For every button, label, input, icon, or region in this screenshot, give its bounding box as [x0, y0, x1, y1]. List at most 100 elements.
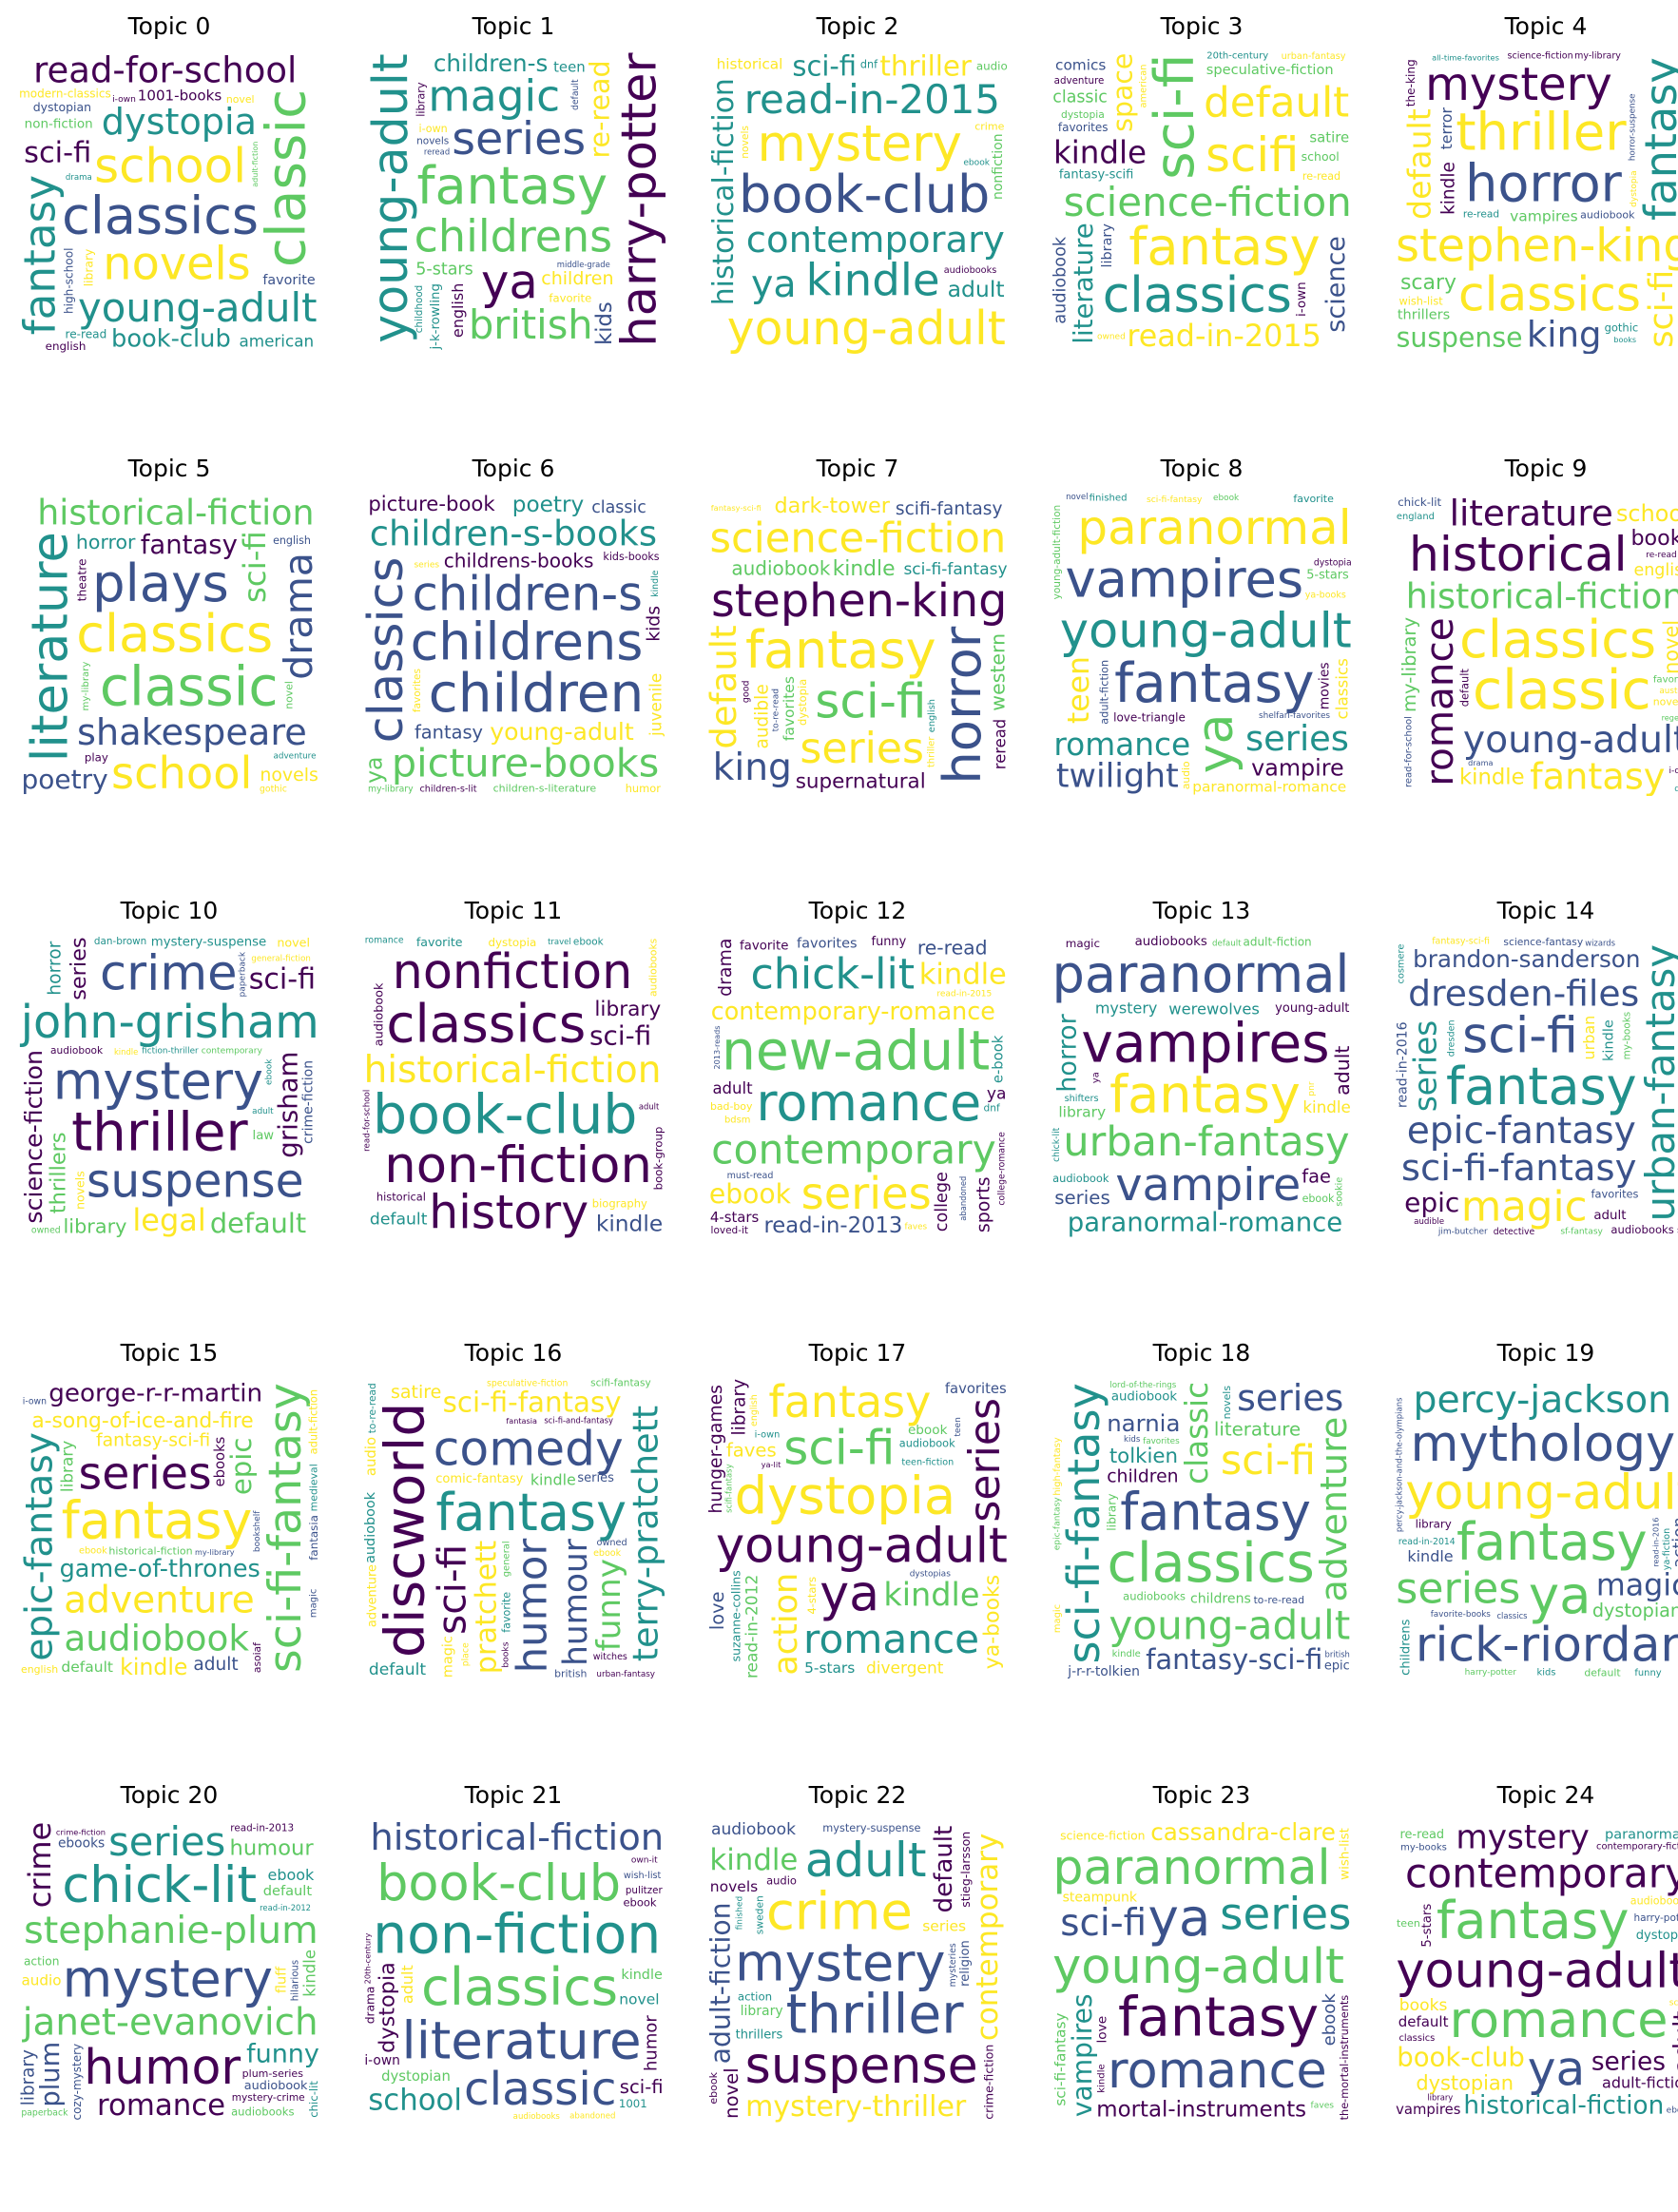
cloud-word: literature [402, 2010, 642, 2071]
cloud-word: fiction-thriller [142, 1047, 199, 1057]
topic-title: Topic 2 [816, 12, 899, 40]
cloud-word: novel [283, 681, 296, 709]
cloud-word: stephen-king [1396, 220, 1678, 272]
cloud-word: fantasy-sci-fi [1432, 937, 1490, 947]
cloud-word: terror [1437, 107, 1456, 149]
cloud-word: audiobook [1052, 1172, 1109, 1185]
cloud-word: ya [481, 254, 538, 309]
cloud-word: audiobooks [1610, 1223, 1673, 1236]
cloud-word: sci-fi [783, 1419, 895, 1475]
topic-title: Topic 7 [816, 455, 899, 482]
cloud-word: funny [872, 935, 907, 949]
cloud-word: vampires [1081, 1012, 1329, 1075]
cloud-word: hunger-games [706, 1385, 726, 1514]
cloud-word: ebook [1302, 1193, 1335, 1205]
cloud-word: sci-fi [429, 1544, 474, 1635]
cloud-word: young-adult [1275, 1001, 1349, 1016]
cloud-word: fantasy [416, 156, 608, 216]
topic-title: Topic 18 [1152, 1339, 1251, 1367]
cloud-word: young-adult [1060, 603, 1352, 659]
cloud-word: historical-fiction [37, 493, 314, 534]
cloud-word: re-read [1302, 170, 1340, 183]
cloud-word: school [1302, 149, 1340, 164]
cloud-word: chick-lit [1398, 495, 1441, 509]
cloud-word: fantasia [307, 1515, 320, 1561]
cloud-word: sci-fi [620, 2076, 664, 2098]
cloud-word: novels [1653, 696, 1678, 708]
cloud-word: contemporary [1405, 1851, 1678, 1897]
cloud-word: twilight [1056, 758, 1179, 796]
cloud-word: mystery-crime [232, 2092, 305, 2104]
cloud-word: own-it [631, 1856, 658, 1866]
cloud-word: chick-lit [62, 1856, 257, 1914]
cloud-word: literature [22, 532, 80, 762]
cloud-word: science-fiction [20, 1050, 48, 1224]
cloud-word: favorite-books [1431, 1610, 1492, 1620]
cloud-word: owned [31, 1226, 61, 1236]
cloud-word: pratchett [471, 1541, 504, 1675]
cloud-word: sookie [1335, 1177, 1345, 1207]
cloud-word: re-read [1463, 209, 1499, 221]
cloud-word: horror [1052, 1013, 1082, 1092]
cloud-word: audiobook [711, 1820, 796, 1839]
cloud-word: fantasy [1456, 1512, 1648, 1572]
cloud-word: urban-fantasy [1637, 944, 1678, 1221]
cloud-word: dystopia [796, 679, 809, 726]
cloud-word: scifi-fantasy [590, 1378, 651, 1389]
cloud-word: adult [639, 1101, 660, 1111]
cloud-word: historical-fiction [108, 1545, 192, 1558]
cloud-word: bad-boy [710, 1100, 753, 1113]
cloud-word: harry-potter [1465, 1668, 1517, 1678]
cloud-word: young-adult [716, 1518, 1008, 1574]
cloud-word: paranormal [1052, 944, 1350, 1004]
cloud-word: young-adult [1405, 1464, 1678, 1520]
cloud-word: science-fiction [1507, 51, 1572, 62]
cloud-word: sci-fi-fantasy [1147, 495, 1203, 505]
cloud-word: audiobook [899, 1437, 955, 1449]
cloud-word: e-book [991, 1035, 1007, 1083]
cloud-word: ya-fiction [1662, 1528, 1672, 1570]
cloud-word: english [449, 283, 467, 339]
cloud-word: ebook [593, 1548, 621, 1559]
topic-title: Topic 13 [1152, 897, 1251, 924]
cloud-word: series [961, 1398, 1010, 1523]
cloud-word: novel [1660, 620, 1678, 674]
cloud-word: series [1245, 718, 1349, 759]
cloud-word: epic [1404, 1187, 1459, 1218]
cloud-word: audiobook [1051, 236, 1070, 323]
cloud-word: series [108, 1818, 225, 1865]
cloud-word: wizards [1585, 939, 1615, 948]
cloud-word: paranormal [1052, 1839, 1330, 1895]
cloud-word: thriller [1456, 102, 1627, 162]
word-cloud-svg: fantasystephen-kinghorrorscience-fiction… [705, 494, 1010, 794]
cloud-word: loved-it [711, 1225, 749, 1236]
cloud-word: kids [592, 301, 617, 345]
cloud-word: funny [1634, 1668, 1661, 1678]
cloud-word: comics [1055, 56, 1106, 73]
cloud-word: classics [76, 604, 273, 664]
cloud-word: abandoned [958, 1176, 968, 1221]
cloud-word: the-mortal-instruments [1339, 1995, 1351, 2121]
cloud-word: 20th-century [1206, 51, 1268, 62]
cloud-word: literature [1068, 223, 1099, 343]
cloud-word: default [263, 1883, 313, 1899]
cloud-word: fantasy [1437, 1890, 1630, 1950]
cloud-word: terry-pratchett [626, 1406, 665, 1661]
cloud-word: audiobooks [944, 265, 997, 276]
cloud-word: sci-fi [1060, 1902, 1147, 1945]
cloud-word: my-library [368, 785, 414, 795]
cloud-word: new-adult [722, 1020, 990, 1083]
cloud-word: ya-books [981, 1575, 1005, 1670]
cloud-word: kindle [1602, 1019, 1617, 1061]
